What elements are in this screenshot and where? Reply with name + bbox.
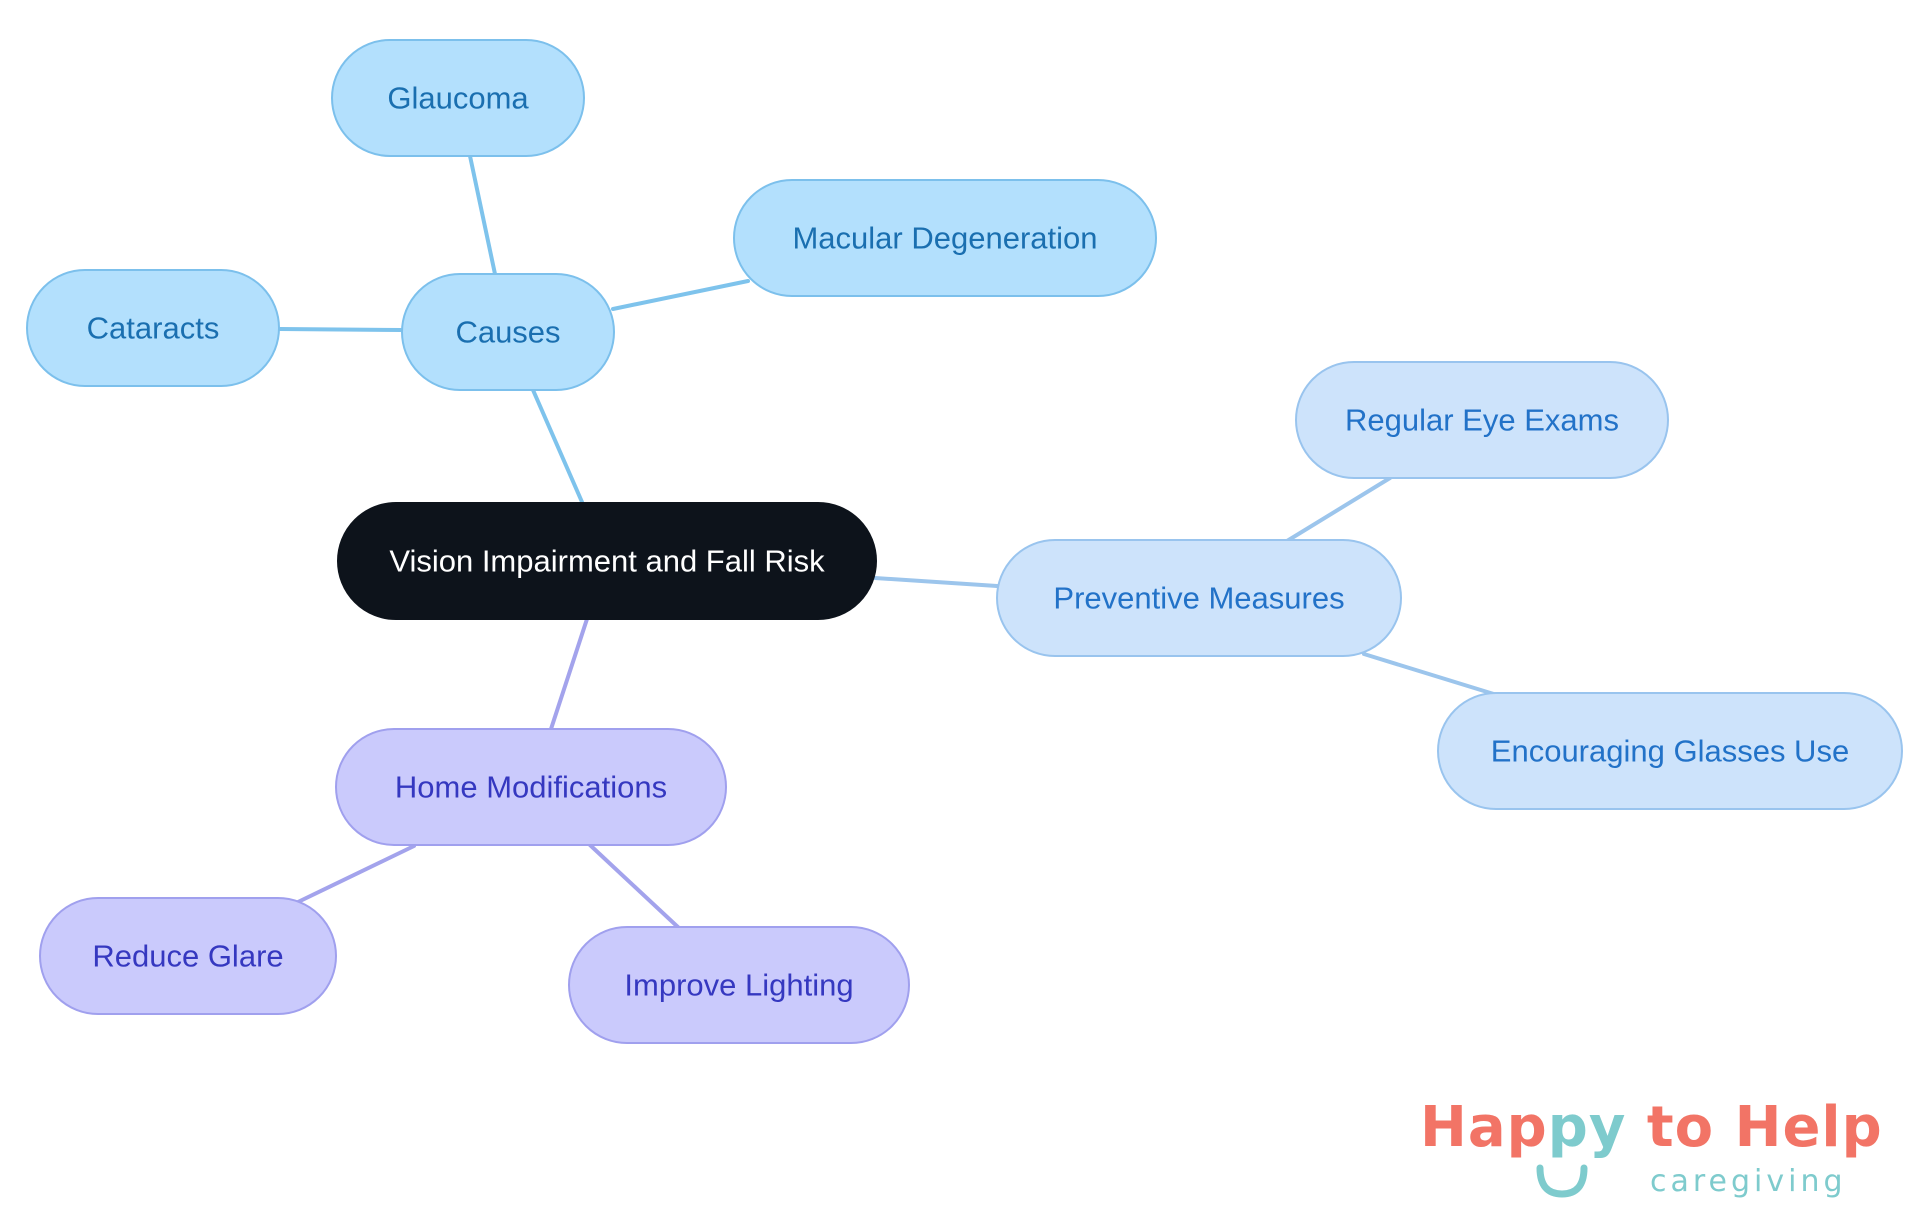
edge-preventive (873, 576, 999, 588)
logo-subtitle: caregiving (1650, 1164, 1847, 1199)
node-preventive-label: Preventive Measures (1053, 581, 1344, 616)
logo-word-2: py (1547, 1095, 1627, 1160)
node-glare-shape (39, 897, 337, 1015)
connector-lines (278, 154, 1499, 931)
edge-glare (296, 844, 416, 904)
node-glaucoma-shape (331, 39, 585, 157)
node-glaucoma-label: Glaucoma (387, 81, 529, 116)
node-macular-label: Macular Degeneration (792, 221, 1097, 256)
edge-glaucoma (468, 154, 497, 276)
node-glasses: Encouraging Glasses Use (1437, 692, 1903, 810)
edge-glasses (1362, 652, 1499, 697)
node-glare-label: Reduce Glare (92, 939, 283, 974)
node-eyeexams-shape (1295, 361, 1669, 479)
node-root: Vision Impairment and Fall Risk (337, 502, 877, 620)
edge-causes (531, 388, 584, 504)
node-root-label: Vision Impairment and Fall Risk (389, 544, 825, 579)
node-preventive: Preventive Measures (996, 539, 1402, 657)
edge-cataracts (278, 327, 403, 332)
node-home-shape (335, 728, 727, 846)
edge-lighting (588, 843, 682, 931)
node-home-label: Home Modifications (395, 770, 667, 805)
node-home: Home Modifications (335, 728, 727, 846)
node-glare: Reduce Glare (39, 897, 337, 1015)
logo-title: Happy to Help (1420, 1100, 1883, 1156)
smile-icon (1536, 1164, 1588, 1198)
node-lighting-shape (568, 926, 910, 1044)
edge-home (549, 617, 589, 731)
node-root-shape (337, 502, 877, 620)
node-glaucoma: Glaucoma (331, 39, 585, 157)
node-macular: Macular Degeneration (733, 179, 1157, 297)
company-logo: Happy to Help caregiving (1420, 1100, 1890, 1210)
node-cataracts-shape (26, 269, 280, 387)
node-causes: Causes (401, 273, 615, 391)
node-preventive-shape (996, 539, 1402, 657)
node-glasses-label: Encouraging Glasses Use (1491, 734, 1849, 769)
node-cataracts-label: Cataracts (87, 311, 220, 346)
logo-word-1: Hap (1420, 1095, 1548, 1160)
mind-map-nodes: Vision Impairment and Fall Risk Causes Gla… (26, 39, 1903, 1044)
node-causes-shape (401, 273, 615, 391)
node-eyeexams-label: Regular Eye Exams (1345, 403, 1619, 438)
edge-eyeexams (1285, 476, 1392, 543)
edge-macular (611, 279, 750, 311)
node-cataracts: Cataracts (26, 269, 280, 387)
logo-word-3: to Help (1626, 1095, 1883, 1160)
node-causes-label: Causes (455, 315, 560, 350)
node-lighting: Improve Lighting (568, 926, 910, 1044)
node-lighting-label: Improve Lighting (624, 968, 853, 1003)
node-glasses-shape (1437, 692, 1903, 810)
node-eyeexams: Regular Eye Exams (1295, 361, 1669, 479)
node-macular-shape (733, 179, 1157, 297)
